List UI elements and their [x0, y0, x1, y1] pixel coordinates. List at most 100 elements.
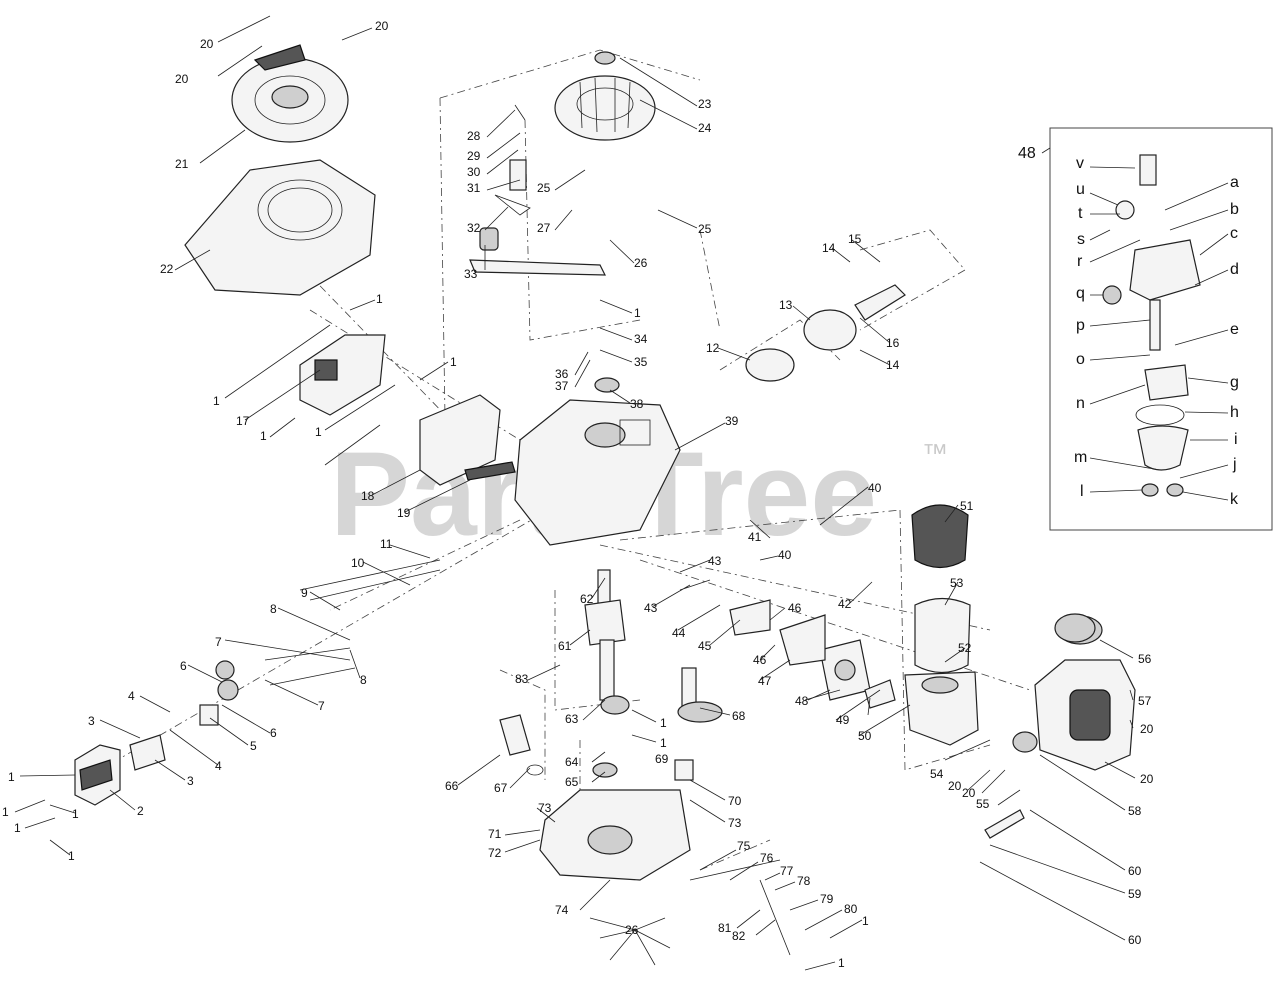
callout-56: 56 — [1138, 652, 1152, 666]
callout-69: 69 — [655, 752, 669, 766]
inset-label-b: b — [1230, 201, 1239, 218]
callout-11: 11 — [380, 537, 393, 551]
callout-17: 17 — [236, 414, 250, 428]
callout-78: 78 — [797, 874, 811, 888]
callout-7-b: 7 — [318, 699, 325, 713]
callout-6-a: 6 — [180, 659, 187, 673]
callout-21: 21 — [175, 157, 189, 171]
callout-20-g: 20 — [962, 786, 976, 800]
inset-frame — [1049, 127, 1273, 531]
callout-25-b: 25 — [698, 222, 712, 236]
callout-79: 79 — [820, 892, 834, 906]
inset-label-p: p — [1076, 317, 1085, 334]
callout-76: 76 — [760, 851, 774, 865]
part-flywheel — [554, 51, 656, 141]
callout-7-a: 7 — [215, 635, 222, 649]
part-cylinder-head — [74, 734, 166, 806]
callout-4-a: 4 — [128, 689, 135, 703]
callout-20-e: 20 — [1140, 772, 1154, 786]
callout-40-a: 40 — [868, 481, 882, 495]
callout-47: 47 — [758, 674, 772, 688]
callout-75: 75 — [737, 839, 751, 853]
callout-1-c: 1 — [450, 355, 457, 369]
part-fuel-cap — [1054, 613, 1096, 643]
callout-14-b: 14 — [886, 358, 900, 372]
callout-46-a: 46 — [788, 601, 802, 615]
callout-1-g: 1 — [8, 770, 15, 784]
callout-18: 18 — [361, 489, 375, 503]
callout-3-b: 3 — [187, 774, 194, 788]
callout-55: 55 — [976, 797, 990, 811]
callout-83: 83 — [515, 672, 529, 686]
callout-37: 37 — [555, 379, 569, 393]
inset-ref-48: 48 — [1018, 145, 1036, 162]
callout-66: 66 — [445, 779, 459, 793]
callout-50: 50 — [858, 729, 872, 743]
callout-9: 9 — [301, 586, 308, 600]
part-valves — [199, 559, 441, 726]
callout-74: 74 — [555, 903, 569, 917]
callout-39: 39 — [725, 414, 739, 428]
callout-45: 45 — [698, 639, 712, 653]
callout-32: 32 — [467, 221, 481, 235]
callout-57: 57 — [1138, 694, 1152, 708]
callout-35: 35 — [634, 355, 648, 369]
callout-33: 33 — [464, 267, 478, 281]
inset-label-d: d — [1230, 261, 1239, 278]
inset-label-h: h — [1230, 404, 1239, 421]
callout-3-a: 3 — [88, 714, 95, 728]
callout-1-h: 1 — [2, 805, 9, 819]
callout-44: 44 — [672, 626, 686, 640]
callout-25-a: 25 — [537, 181, 551, 195]
callout-53: 53 — [950, 576, 964, 590]
part-shroud — [299, 334, 386, 416]
inset-label-k: k — [1230, 491, 1239, 508]
callout-48-main: 48 — [795, 694, 809, 708]
callout-5: 5 — [250, 739, 257, 753]
carburetor-inset: 48 v u t s r q p o n m l a b c d e g h — [1018, 127, 1273, 531]
callout-14-a: 14 — [822, 241, 836, 255]
callout-72: 72 — [488, 846, 502, 860]
callout-1-j: 1 — [72, 807, 79, 821]
callout-40-b: 40 — [778, 548, 792, 562]
callout-28: 28 — [467, 129, 481, 143]
callout-1-e: 1 — [260, 429, 267, 443]
callout-63: 63 — [565, 712, 579, 726]
part-engine-block — [464, 377, 681, 546]
part-governor — [674, 759, 791, 956]
inset-label-m: m — [1074, 449, 1087, 466]
callout-1-d: 1 — [213, 394, 220, 408]
callout-13: 13 — [779, 298, 793, 312]
callout-70: 70 — [728, 794, 742, 808]
callout-73-b: 73 — [728, 816, 742, 830]
callout-20-b: 20 — [175, 72, 189, 86]
inset-label-c: c — [1230, 225, 1238, 242]
callout-1-k: 1 — [68, 849, 75, 863]
callout-38: 38 — [630, 397, 644, 411]
callout-15: 15 — [848, 232, 862, 246]
callout-51: 51 — [960, 499, 974, 513]
inset-label-n: n — [1076, 395, 1085, 412]
callout-60-b: 60 — [1128, 933, 1142, 947]
callout-65: 65 — [565, 775, 579, 789]
callout-42: 42 — [838, 597, 852, 611]
inset-label-u: u — [1076, 181, 1085, 198]
part-recoil-starter — [231, 44, 349, 143]
part-crankcase-cover — [539, 762, 691, 881]
callout-60-a: 60 — [1128, 864, 1142, 878]
inset-label-g: g — [1230, 374, 1239, 391]
leader-lines — [14, 15, 1136, 971]
callout-23: 23 — [698, 97, 712, 111]
callout-59: 59 — [1128, 887, 1142, 901]
callout-62: 62 — [580, 592, 594, 606]
callout-1-i: 1 — [14, 821, 21, 835]
callout-2: 2 — [137, 804, 144, 818]
callout-27: 27 — [537, 221, 551, 235]
callout-43-b: 43 — [644, 601, 658, 615]
callout-20-f: 20 — [948, 779, 962, 793]
inset-label-r: r — [1077, 253, 1083, 270]
callout-80: 80 — [844, 902, 858, 916]
inset-label-i: i — [1234, 431, 1238, 448]
callout-58: 58 — [1128, 804, 1142, 818]
callout-6-b: 6 — [270, 726, 277, 740]
